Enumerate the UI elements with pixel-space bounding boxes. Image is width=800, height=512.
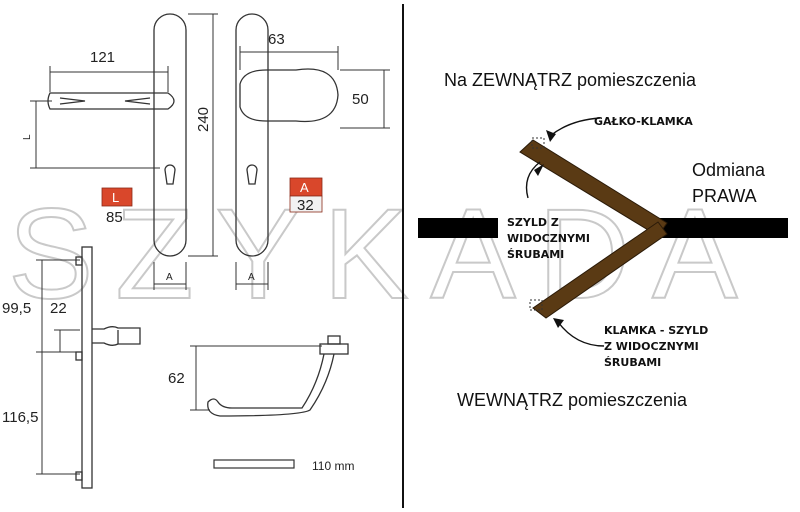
arrow-heads [534,130,564,328]
dimension-lines [30,13,390,290]
lever-side-view [207,335,349,417]
label-lever-line3: ŚRUBAMI [604,356,661,369]
dim-knob-length: 63 [268,31,285,48]
label-plate-line1: SZYLD Z [507,216,559,229]
dim-width-right: A [248,272,255,283]
side-dimension-lines [36,259,80,475]
door-leaf-lower [532,221,668,319]
knob-handle-top-view [239,68,339,123]
badge-left-label: L [112,190,119,205]
badge-left-value: 85 [106,209,123,226]
scale-label: 110 mm [312,459,354,473]
badge-right-value: 32 [297,197,314,214]
outside-title: Na ZEWNĄTRZ pomieszczenia [444,70,697,90]
dim-side-spacing: 22 [50,300,67,317]
dim-lever-height: 62 [168,370,185,387]
badge-right-value-box [289,195,323,213]
label-knob-lever: GAŁKO-KLAMKA [594,115,693,128]
inside-title: WEWNĄTRZ pomieszczenia [457,390,688,410]
wall-right [658,218,788,238]
lever-handle-top-view [47,92,175,110]
lever-dimension-lines [190,345,322,411]
variant-line2: PRAWA [692,186,757,206]
scale-bar [213,459,295,469]
plate-front-right [235,13,269,257]
dim-side-upper: 99,5 [2,300,31,317]
badge-right-label: A [300,180,309,195]
variant-line1: Odmiana [692,160,766,180]
wall-left [418,218,498,238]
plate-front-left [153,13,187,257]
label-plate-line2: WIDOCZNYMI [507,232,590,245]
hardware-markers [529,137,545,311]
dim-plate-height: 240 [195,107,212,132]
dim-width-left: A [166,272,173,283]
badge-left-box [101,187,133,207]
badge-left: L 85 [101,187,133,226]
dim-side-lower: 116,5 [2,409,38,426]
label-plate-line3: ŚRUBAMI [507,248,564,261]
door-leaf-upper [519,139,668,237]
badge-right: A 32 [289,177,323,214]
side-view-plate [75,246,141,489]
label-lever-line1: KLAMKA - SZYLD [604,324,708,337]
dim-axis-label: L [22,134,33,140]
door-leaves [519,139,668,319]
dim-knob-height: 50 [352,91,369,108]
dim-handle-length: 121 [90,49,115,66]
label-lever-line2: Z WIDOCZNYMI [604,340,699,353]
